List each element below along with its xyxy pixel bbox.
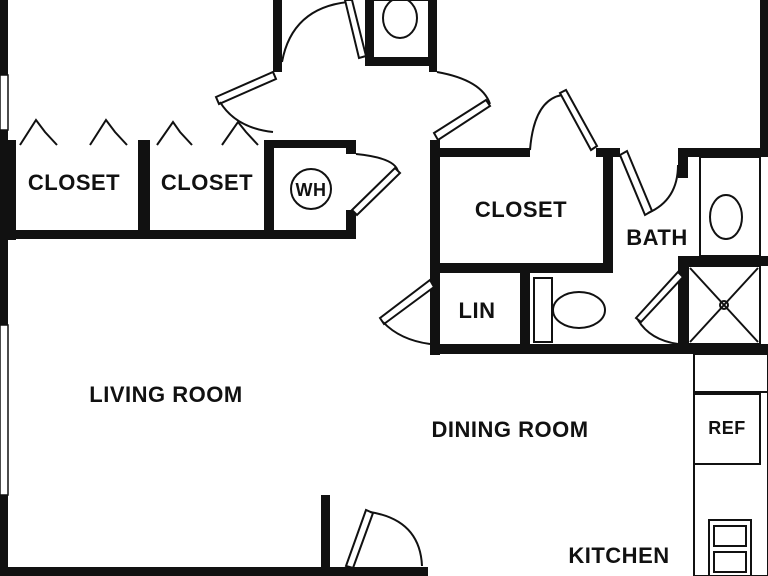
- toilet: [533, 277, 606, 343]
- door-shower[interactable]: [634, 270, 685, 345]
- label-water-heater: WH: [296, 180, 327, 200]
- label-kitchen: KITCHEN: [568, 543, 669, 568]
- bifold-door-closet-1[interactable]: [19, 118, 128, 146]
- door-hall-left[interactable]: [214, 70, 278, 133]
- kitchen-counter: [693, 353, 768, 576]
- water-heater-circle: [290, 168, 332, 210]
- label-linen: LIN: [459, 298, 496, 323]
- door-entry-bottom[interactable]: [344, 508, 423, 570]
- label-bath: BATH: [626, 225, 687, 250]
- bath-sink: [699, 156, 761, 257]
- label-closet-3: CLOSET: [475, 197, 567, 222]
- label-dining-room: DINING ROOM: [431, 417, 588, 442]
- window-left-upper: [0, 74, 9, 131]
- bifold-door-closet-2[interactable]: [156, 120, 259, 146]
- label-refrigerator: REF: [708, 418, 746, 438]
- door-bath[interactable]: [618, 149, 679, 217]
- door-closet-center[interactable]: [529, 88, 599, 152]
- door-top-center[interactable]: [281, 0, 368, 63]
- shower: [687, 265, 761, 345]
- sink-top: [372, 0, 430, 59]
- stove: [708, 519, 752, 576]
- window-left-lower: [0, 324, 9, 496]
- label-living-room: LIVING ROOM: [89, 382, 242, 407]
- door-linen[interactable]: [378, 278, 436, 345]
- label-closet-1: CLOSET: [28, 170, 120, 195]
- label-closet-2: CLOSET: [161, 170, 253, 195]
- door-hall-right[interactable]: [432, 71, 492, 142]
- door-wh[interactable]: [350, 153, 402, 217]
